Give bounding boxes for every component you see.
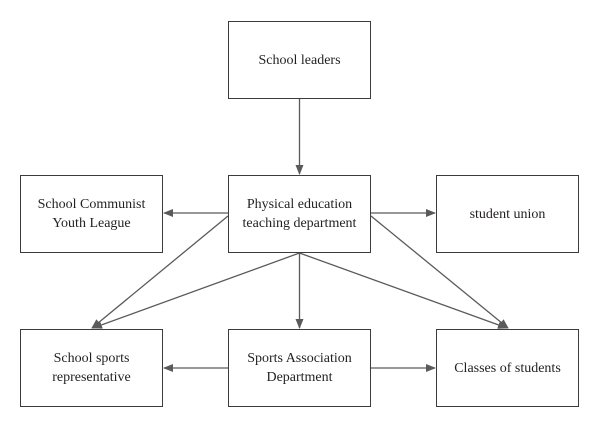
node-school-leaders: School leaders [228,21,371,99]
node-student-union: student union [436,175,579,253]
node-student-union-label: student union [469,206,546,222]
node-sports-representative-label: School sports representative [52,351,131,385]
node-classes-of-students: Classes of students [436,329,579,407]
node-sports-association: Sports Association Department [228,329,371,407]
node-sports-association-label: Sports Association Department [247,351,352,385]
node-pe-teaching-department-label: Physical education teaching department [242,197,357,231]
arrow-pe-corner-to-classes [370,215,509,329]
arrow-pe-corner-to-sports-rep [91,215,229,329]
node-sports-representative: School sports representative [20,329,163,407]
arrow-pe-bottom-to-sports-rep [92,252,300,329]
arrow-pe-bottom-to-classes [299,252,508,329]
node-school-leaders-label: School leaders [258,52,341,68]
node-youth-league: School Communist Youth League [20,175,163,253]
node-classes-of-students-label: Classes of students [454,360,561,376]
node-youth-league-label: School Communist Youth League [37,197,146,231]
node-pe-teaching-department: Physical education teaching department [228,175,371,253]
